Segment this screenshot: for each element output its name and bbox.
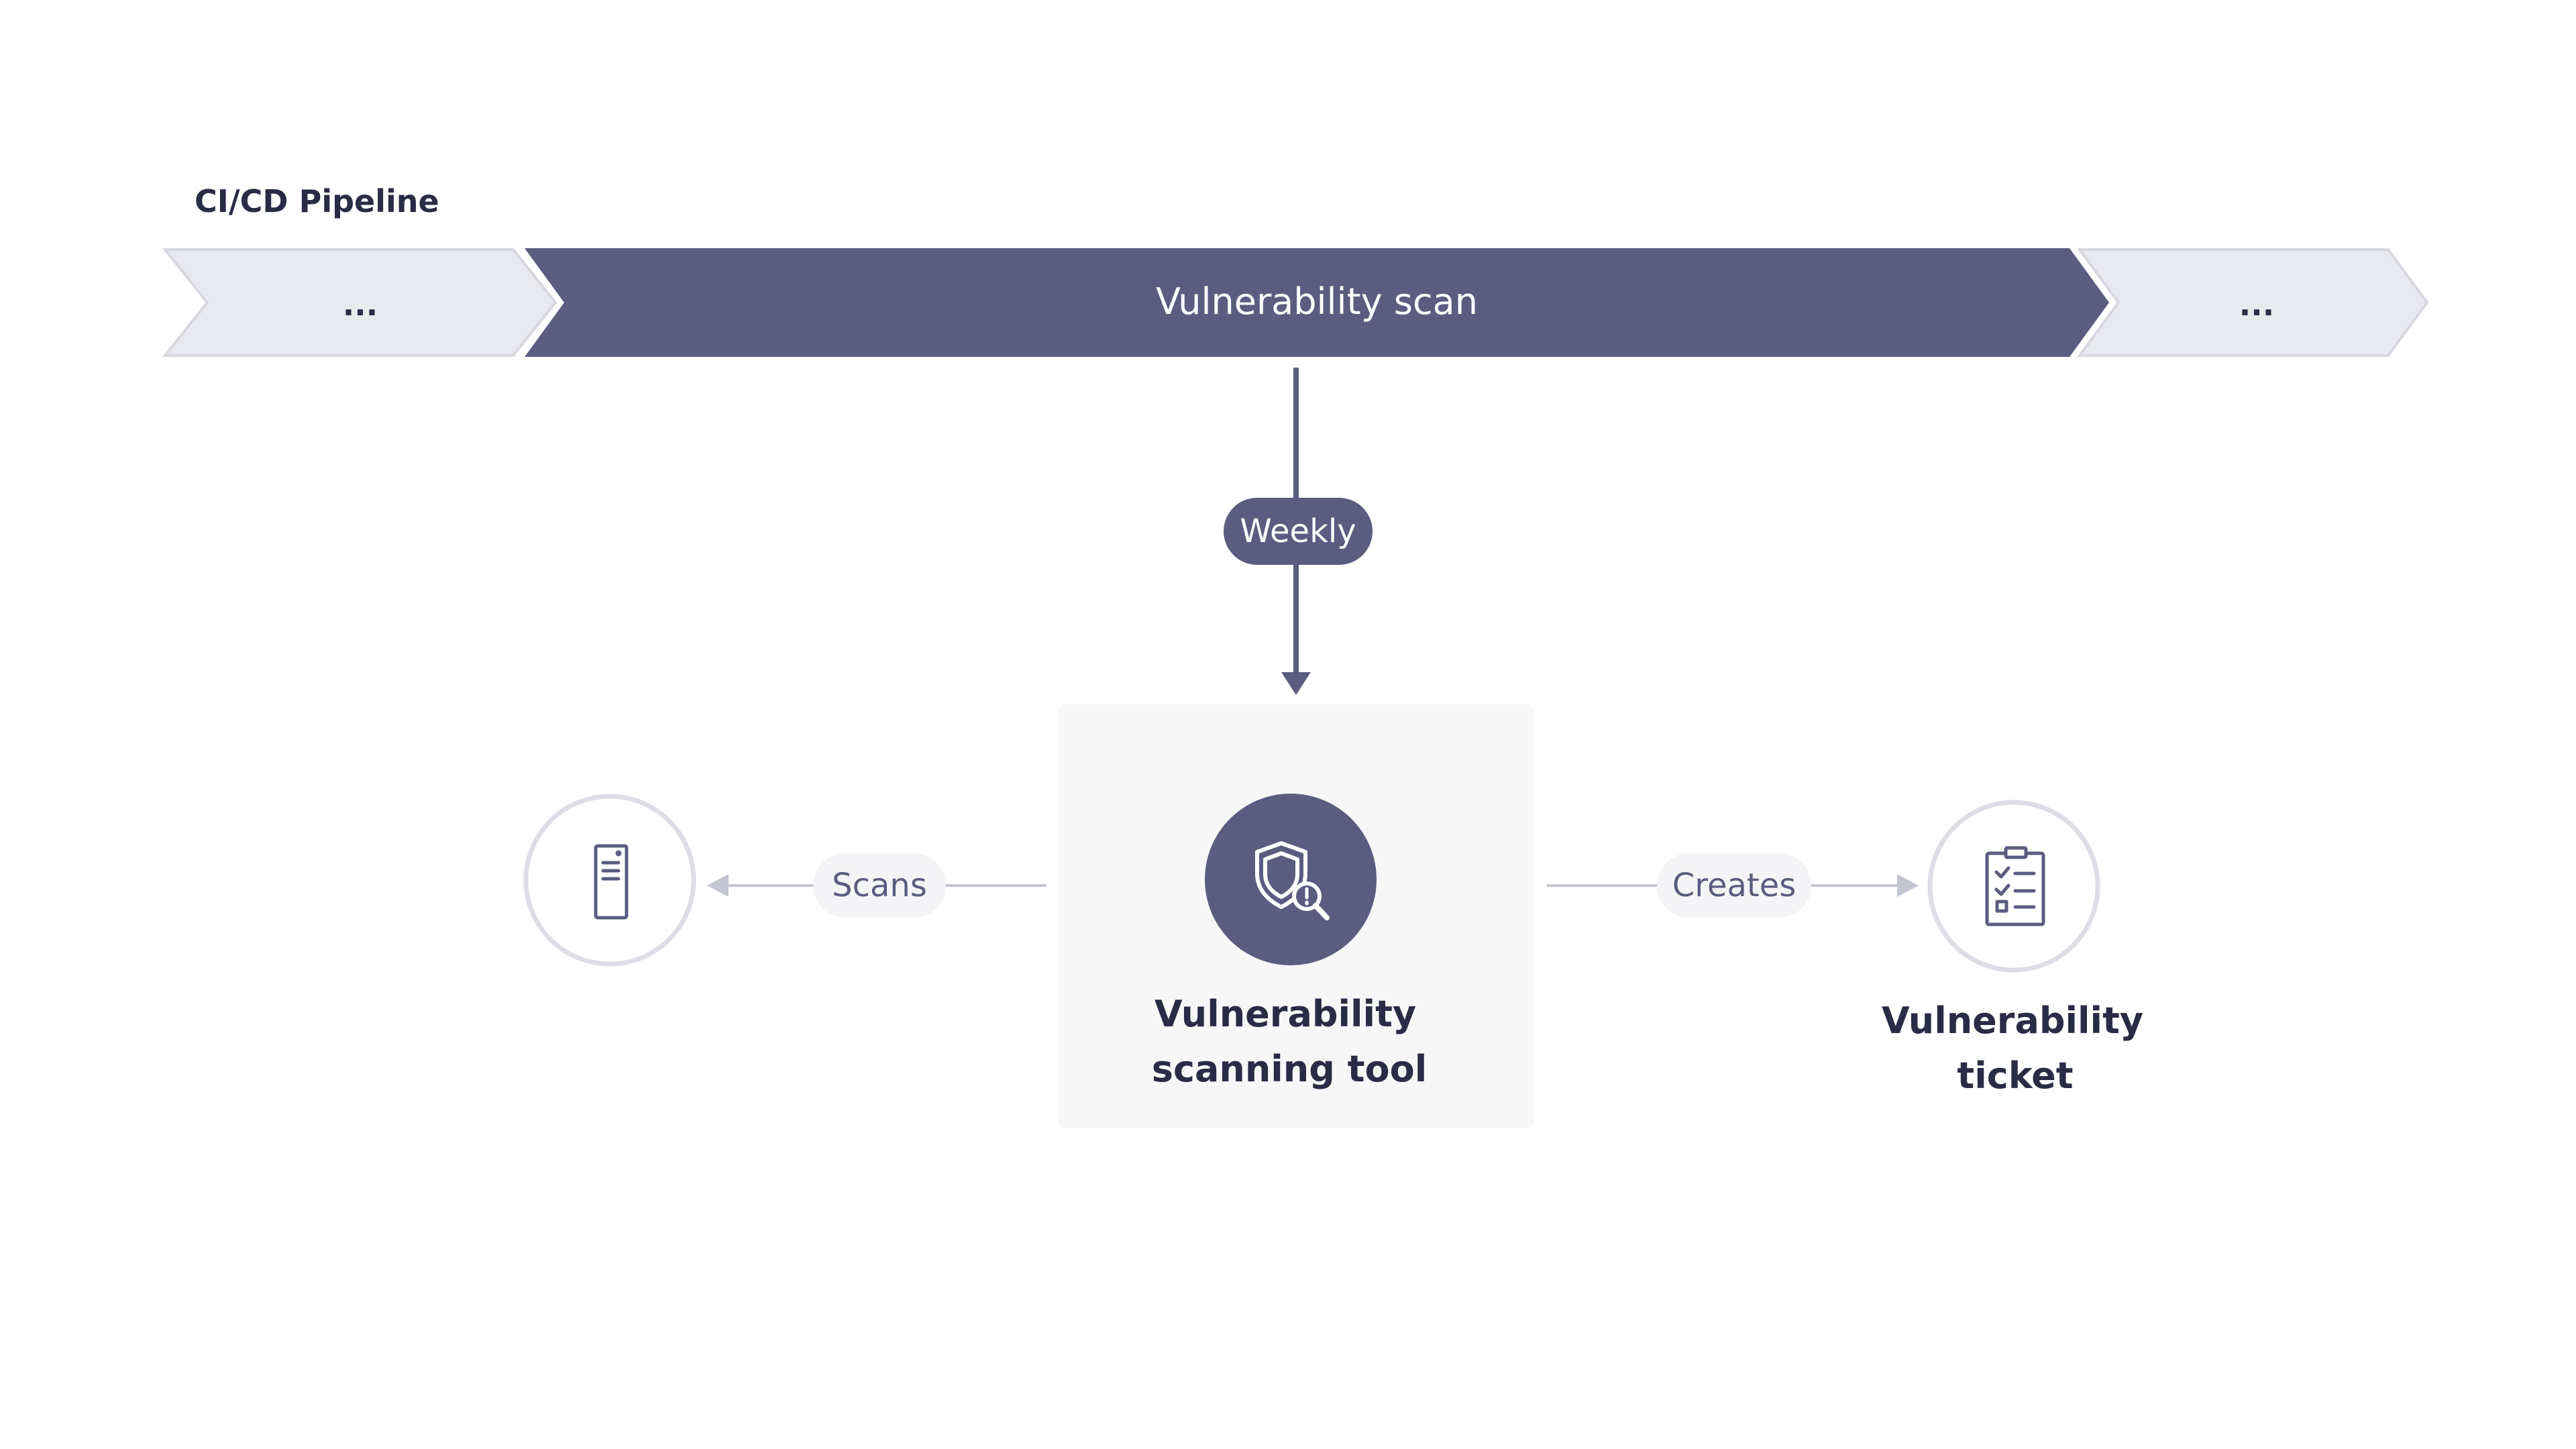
target-node: [523, 794, 696, 967]
pipeline-stage-next-shape: [2077, 248, 2429, 357]
clipboard-checklist-icon: [1985, 846, 2045, 926]
creates-badge-label: Creates: [1672, 867, 1796, 904]
pipeline-stage-previous-label: ...: [343, 286, 378, 323]
pipeline-stage-vulnerability-scan-label: Vulnerability scan: [1156, 280, 1478, 323]
trigger-badge: Weekly: [1224, 498, 1373, 565]
scanner-node: Vulnerability scanning tool: [1152, 794, 1427, 1090]
scanner-title-line1: Vulnerability: [1155, 993, 1416, 1035]
ticket-node: Vulnerability ticket: [1882, 800, 2143, 1097]
scanner-icon-circle: [1205, 794, 1377, 965]
scans-arrowhead: [707, 874, 729, 897]
scans-badge: Scans: [813, 853, 946, 918]
creates-arrowhead: [1897, 874, 1919, 897]
trigger-arrowhead: [1281, 672, 1311, 695]
pipeline-stage-next-label: ...: [2239, 286, 2274, 323]
scanner-title-line2: scanning tool: [1152, 1048, 1427, 1090]
ticket-icon-circle: [1927, 800, 2100, 973]
scans-badge-shape: [813, 853, 946, 918]
shield-search-icon: [1255, 841, 1330, 920]
pipeline-stage-next: ...: [2077, 248, 2429, 357]
pipeline-stage-previous: ...: [162, 248, 557, 357]
trigger-badge-shape: [1224, 498, 1373, 565]
creates-badge: Creates: [1657, 853, 1811, 918]
ticket-title-line1: Vulnerability: [1882, 1000, 2143, 1042]
pipeline-stage-previous-shape: [162, 248, 557, 357]
creates-badge-shape: [1657, 853, 1811, 918]
pipeline-stage-vulnerability-scan: Vulnerability scan: [525, 248, 2109, 357]
pipeline-label: CI/CD Pipeline: [195, 183, 439, 219]
ticket-title-line2: ticket: [1957, 1055, 2073, 1097]
trigger-badge-label: Weekly: [1240, 513, 1356, 550]
server-icon: [594, 844, 629, 920]
pipeline-stage-vulnerability-scan-shape: [525, 248, 2109, 357]
scans-badge-label: Scans: [832, 867, 927, 904]
